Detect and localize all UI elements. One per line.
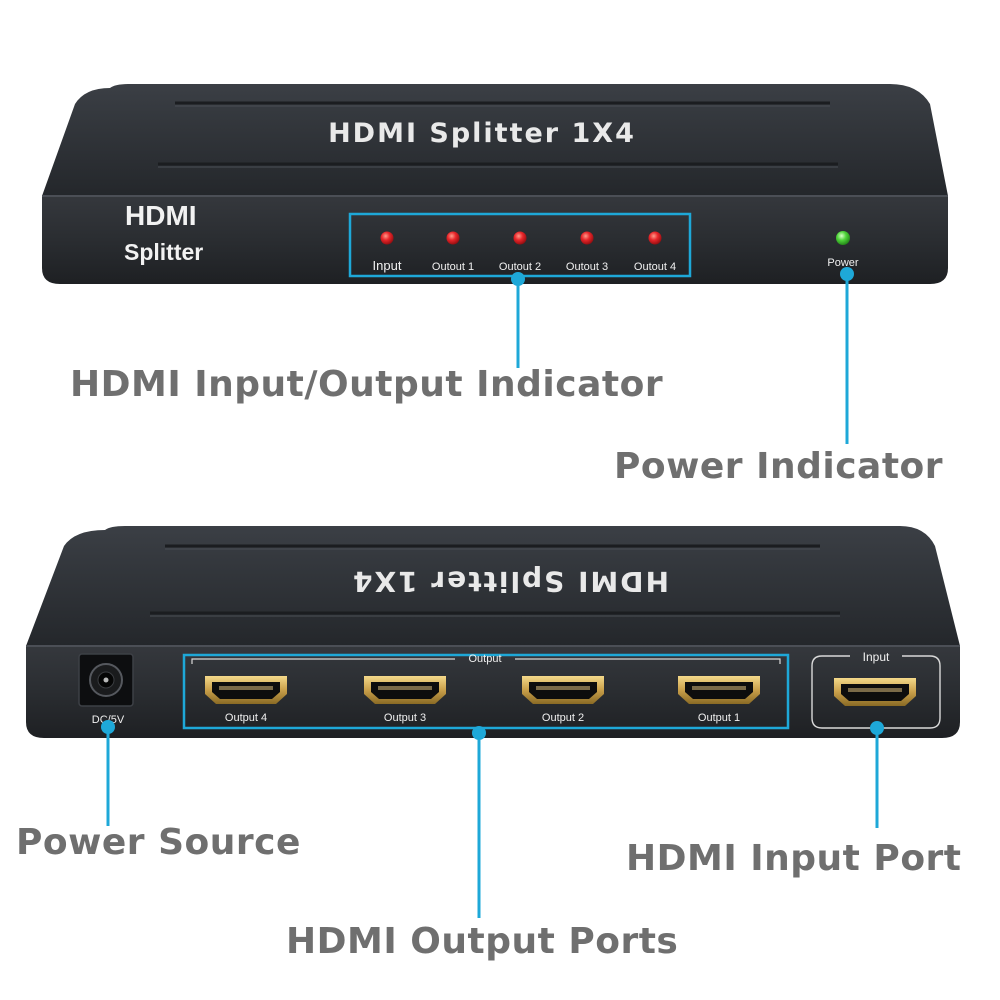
callout-hdmi-output-ports: HDMI Output Ports xyxy=(286,921,679,962)
brand-line-hdmi: HDMI xyxy=(125,200,197,231)
indicator-label-output-4: Outout 4 xyxy=(634,261,676,273)
input-group-label: Input xyxy=(863,650,890,664)
output-port-label-3: Output 3 xyxy=(384,712,426,724)
back-leader-lines xyxy=(101,720,884,918)
hdmi-input-port xyxy=(834,678,916,706)
device-top-title: HDMI Splitter 1X4 xyxy=(328,118,636,149)
indicator-led-output-2 xyxy=(513,231,527,245)
hdmi-output-port-4 xyxy=(205,676,287,704)
indicator-led-output-1 xyxy=(446,231,460,245)
indicator-label-output-1: Outout 1 xyxy=(432,261,474,273)
output-group-label: Output xyxy=(468,653,501,665)
output-port-label-2: Output 2 xyxy=(542,712,584,724)
indicator-label-output-2: Outout 2 xyxy=(499,261,541,273)
front-device: HDMI Splitter 1X4 HDMI Splitter Input Ou… xyxy=(42,84,948,284)
power-led-label: Power xyxy=(827,257,859,269)
dc-jack-label: DC/5V xyxy=(92,714,125,726)
callout-power-indicator: Power Indicator xyxy=(614,446,944,487)
hdmi-output-port-1 xyxy=(678,676,760,704)
indicator-label-output-3: Outout 3 xyxy=(566,261,608,273)
indicator-led-output-3 xyxy=(580,231,594,245)
output-highlight-box xyxy=(182,653,790,730)
hdmi-output-port-2 xyxy=(522,676,604,704)
brand-line-splitter: Splitter xyxy=(124,239,203,265)
indicator-led-input xyxy=(380,231,394,245)
indicator-led-output-4 xyxy=(648,231,662,245)
device-top-title-mirrored: HDMI Splitter 1X4 xyxy=(351,565,669,598)
output-port-label-1: Output 1 xyxy=(698,712,740,724)
front-leader-lines xyxy=(511,267,854,444)
indicator-led-group xyxy=(380,231,662,245)
output-port-label-4: Output 4 xyxy=(225,712,267,724)
dc-power-jack xyxy=(78,653,134,707)
callout-hdmi-input-port: HDMI Input Port xyxy=(626,838,962,879)
hdmi-output-port-3 xyxy=(364,676,446,704)
callout-power-source: Power Source xyxy=(16,822,301,863)
callout-io-indicator: HDMI Input/Output Indicator xyxy=(70,364,664,405)
power-led xyxy=(836,231,850,245)
indicator-label-input: Input xyxy=(373,258,402,273)
back-device: HDMI Splitter 1X4 DC/5V Output xyxy=(26,526,960,738)
